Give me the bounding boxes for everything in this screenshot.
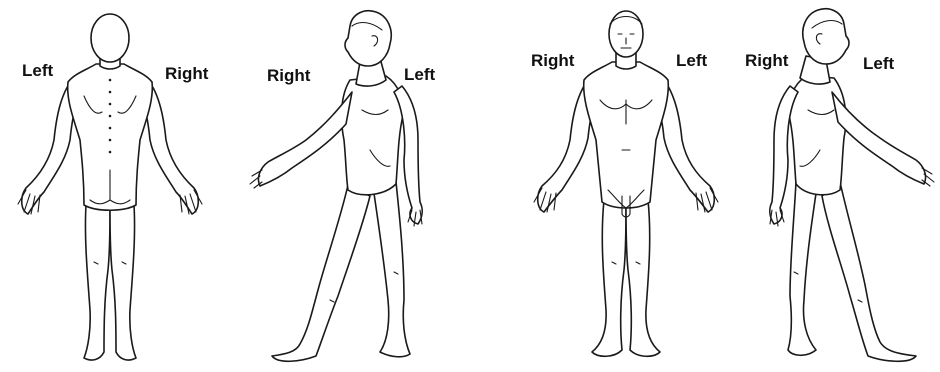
right-side-view-left-label: Left	[404, 66, 435, 83]
back-view-right-label: Right	[165, 65, 208, 82]
right-side-view-right-label: Right	[267, 67, 310, 84]
front-view-left-label: Left	[676, 52, 707, 69]
right-side-view-figure	[250, 11, 422, 362]
left-side-view-right-label: Right	[745, 52, 788, 69]
back-view-left-label: Left	[22, 62, 53, 79]
front-view-right-label: Right	[531, 52, 574, 69]
left-side-view-figure	[770, 9, 934, 362]
left-side-view-left-label: Left	[863, 55, 894, 72]
